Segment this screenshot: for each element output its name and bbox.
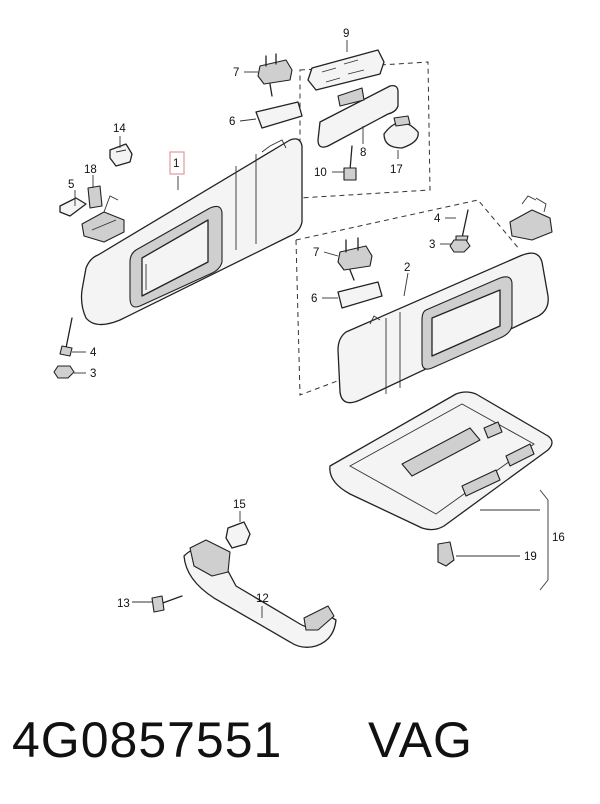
- upper-kit-frame: [299, 61, 431, 199]
- screw-13: [151, 595, 183, 613]
- footer: 4G0857551 VAG: [0, 700, 600, 790]
- lamp-17: [383, 115, 419, 149]
- callout-1: 1: [173, 158, 179, 170]
- brand-label: VAG: [368, 712, 473, 768]
- callout-14: 14: [113, 123, 126, 135]
- clip-19: [437, 541, 455, 567]
- callout-3-left: 3: [90, 368, 96, 380]
- callout-7-upper: 7: [233, 67, 239, 79]
- leader-lines: [72, 40, 549, 618]
- callout-7-lower: 7: [313, 247, 319, 259]
- callout-12: 12: [256, 593, 269, 605]
- cover-5: [59, 197, 87, 217]
- clip-14: [109, 143, 133, 167]
- callout-10: 10: [314, 167, 327, 179]
- clip-7-lower: [337, 237, 373, 281]
- callout-1-highlight: [169, 151, 185, 175]
- callout-3-right: 3: [429, 239, 435, 251]
- screw-4-right: [455, 209, 469, 245]
- parts-diagram: 1 2 3 3 4 4 5 6 6 7 7 8 9 10 12 13 14 15…: [53, 28, 565, 648]
- callout-5: 5: [68, 179, 74, 191]
- callout-8: 8: [360, 147, 366, 159]
- lower-kit-frame: [295, 199, 521, 396]
- screw-10: [343, 145, 357, 181]
- cover-6-upper: [255, 101, 303, 129]
- screw-4-left: [59, 317, 73, 357]
- callout-16: 16: [552, 532, 565, 544]
- callout-19: 19: [524, 551, 537, 563]
- nut-3-right: [449, 239, 471, 253]
- callout-4-right: 4: [434, 213, 441, 225]
- callout-4-left: 4: [90, 347, 97, 359]
- callout-17: 17: [390, 164, 403, 176]
- part-number: 4G0857551: [12, 712, 283, 768]
- mirror-cover-8: [317, 84, 399, 148]
- visor-panel-16: [329, 391, 553, 531]
- grab-handle-12: [183, 539, 337, 648]
- callout-2: 2: [404, 262, 410, 274]
- callout-15: 15: [233, 499, 246, 511]
- clip-18: [87, 185, 103, 209]
- callout-6-upper: 6: [229, 116, 235, 128]
- cover-6-lower: [337, 281, 383, 309]
- clip-7-upper: [257, 53, 293, 97]
- sun-visor-left: [80, 138, 303, 326]
- hinge-left: [81, 195, 125, 243]
- callout-9: 9: [343, 28, 349, 40]
- callout-6-lower: 6: [311, 293, 317, 305]
- hinge-right: [509, 195, 553, 241]
- sun-visor-right: [337, 252, 549, 404]
- callout-18: 18: [84, 164, 97, 176]
- nut-3-left: [53, 365, 75, 379]
- bracket-9: [307, 49, 385, 91]
- clip-15: [225, 521, 251, 549]
- callout-13: 13: [117, 598, 130, 610]
